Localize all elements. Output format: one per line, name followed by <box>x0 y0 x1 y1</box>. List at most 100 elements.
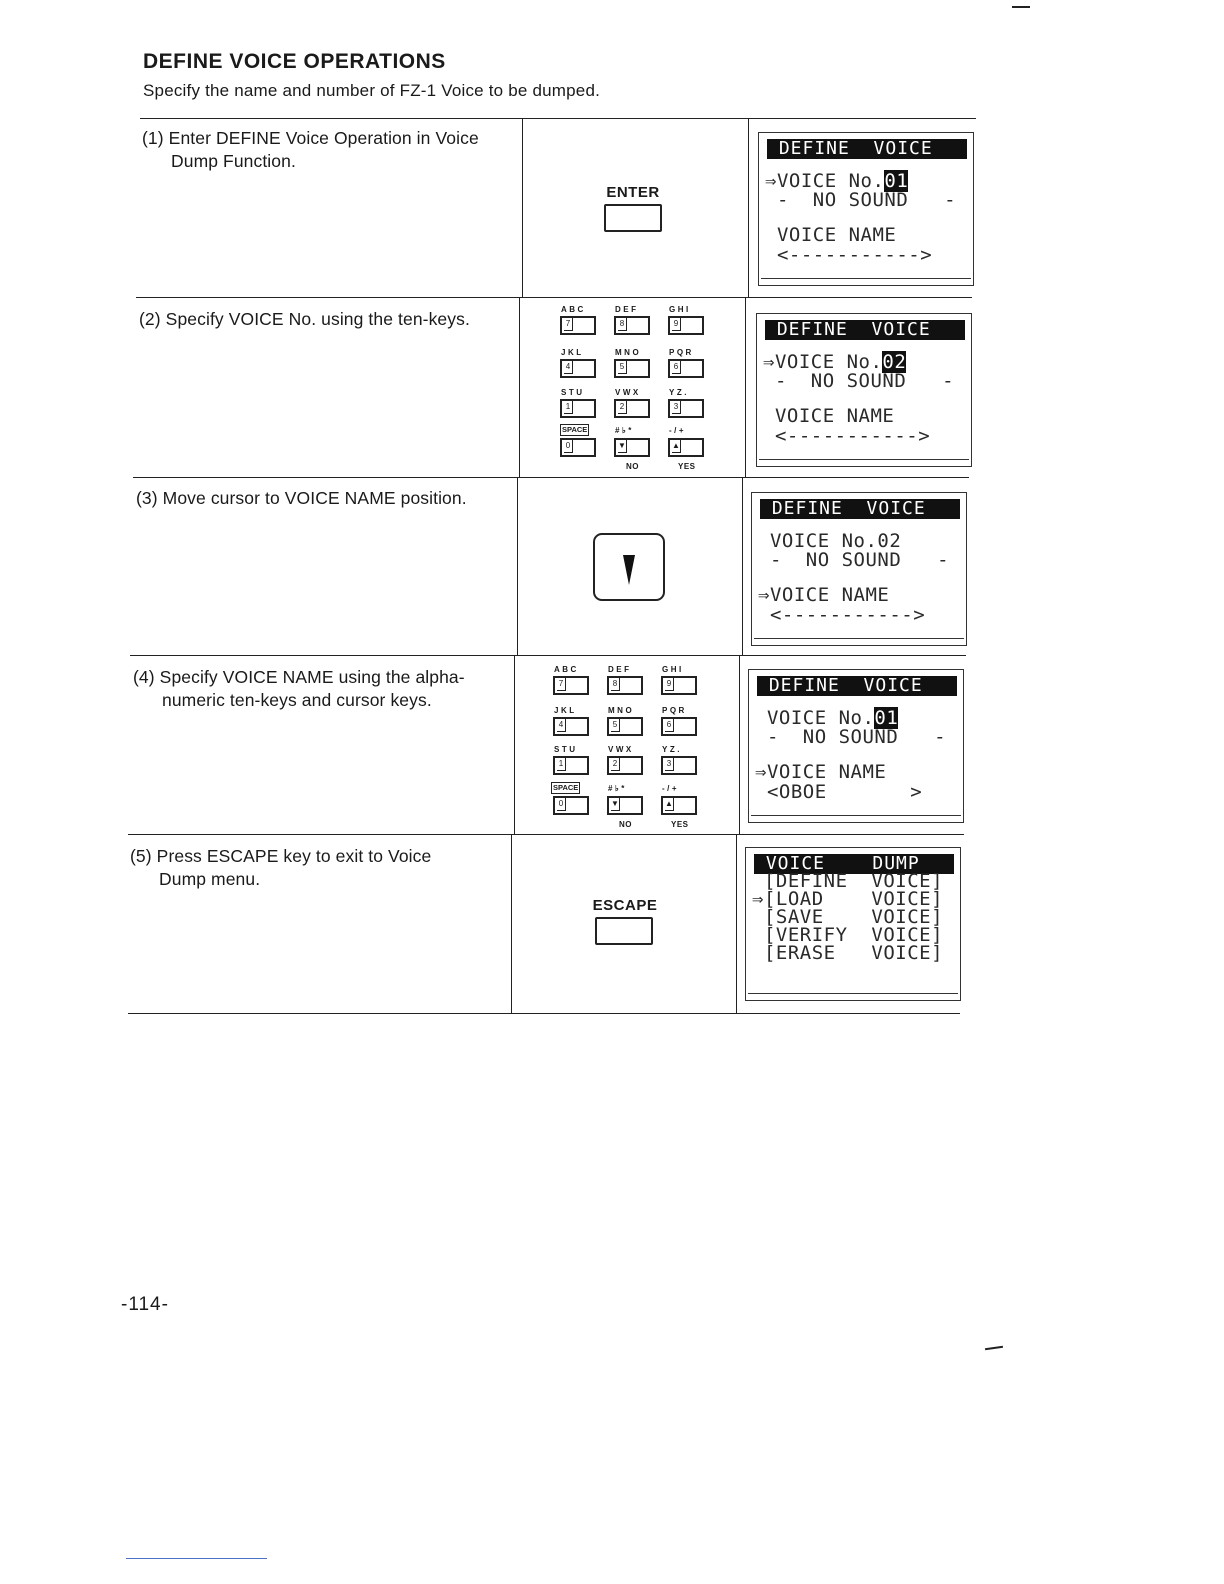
lcd-4-line-2: - NO SOUND - <box>755 726 947 748</box>
key-8-digit: 8 <box>618 318 627 331</box>
key-up-yes[interactable]: ▲ <box>668 438 704 457</box>
key-label-yz: YZ. <box>669 388 689 397</box>
lcd-2-cursor: 02 <box>882 351 907 373</box>
key-3-digit: 3 <box>665 758 674 771</box>
key-1-digit: 1 <box>557 758 566 771</box>
key-8[interactable]: 8 <box>614 316 650 335</box>
lcd-5-line-5: [ERASE VOICE] <box>752 942 944 964</box>
key-0[interactable]: 0 <box>560 438 596 457</box>
scan-mark-top-right <box>1012 6 1030 8</box>
key-label-pqr: PQR <box>662 706 687 715</box>
enter-key[interactable] <box>604 204 662 232</box>
table-rule-1 <box>136 297 972 298</box>
key-8[interactable]: 8 <box>607 676 643 695</box>
step-5-line-2: Dump menu. <box>159 869 261 889</box>
key-7[interactable]: 7 <box>553 676 589 695</box>
key-label-vwx: VWX <box>608 745 634 754</box>
cursor-down-key[interactable] <box>593 533 665 601</box>
key-9[interactable]: 9 <box>668 316 704 335</box>
key-label-def: DEF <box>615 305 639 314</box>
table-col-divider-1 <box>519 298 520 477</box>
key-6[interactable]: 6 <box>668 359 704 378</box>
step-2-text: (2) Specify VOICE No. using the ten-keys… <box>139 308 509 331</box>
lcd-4-cursor: 01 <box>874 707 899 729</box>
key-label-ghi: GHI <box>662 665 684 674</box>
lcd-display-1: DEFINE VOICE ⇒VOICE No.01 - NO SOUND - V… <box>758 132 974 286</box>
key-label-vwx: VWX <box>615 388 641 397</box>
key-label-mno: MNO <box>608 706 635 715</box>
lcd-1-cursor: 01 <box>884 170 909 192</box>
step-1-line-1: Enter DEFINE Voice Operation in Voice <box>168 128 479 148</box>
step-2-number: (2) <box>139 309 161 329</box>
escape-key-label: ESCAPE <box>592 897 658 914</box>
key-up-arrow: ▲ <box>665 798 674 811</box>
table-rule-4 <box>128 834 964 835</box>
step-3-number: (3) <box>136 488 158 508</box>
table-col-divider-2 <box>745 298 746 477</box>
table-col-divider-1 <box>522 119 523 297</box>
key-down-no[interactable]: ▼ <box>614 438 650 457</box>
table-col-divider-1 <box>514 656 515 834</box>
step-4-text: (4) Specify VOICE NAME using the alpha- … <box>133 666 503 712</box>
key-4[interactable]: 4 <box>553 717 589 736</box>
key-1[interactable]: 1 <box>560 399 596 418</box>
lcd-2-line-4: <-----------> <box>763 425 931 447</box>
page-title: DEFINE VOICE OPERATIONS <box>143 50 446 73</box>
cursor-down-arrow-icon <box>623 555 635 585</box>
lcd-2-bottom-rule <box>759 459 969 460</box>
key-4[interactable]: 4 <box>560 359 596 378</box>
key-label-sharp-flat: #♭* <box>608 784 627 793</box>
lcd-5-line-3: [SAVE VOICE] <box>752 906 944 928</box>
key-label-ghi: GHI <box>669 305 691 314</box>
lcd-5-line-4: [VERIFY VOICE] <box>752 924 944 946</box>
ten-key-pad: ABC DEF GHI 7 8 9 JKL MNO PQR 4 5 6 STU … <box>560 305 720 471</box>
key-9-digit: 9 <box>672 318 681 331</box>
step-5-text: (5) Press ESCAPE key to exit to Voice Du… <box>130 845 500 891</box>
key-label-def: DEF <box>608 665 632 674</box>
key-9[interactable]: 9 <box>661 676 697 695</box>
key-label-minus-slash-plus: -/+ <box>662 784 680 793</box>
key-up-yes[interactable]: ▲ <box>661 796 697 815</box>
key-down-arrow: ▼ <box>611 798 620 811</box>
lcd-1-line-1: ⇒VOICE No.01 <box>765 170 909 192</box>
step-1-text: (1) Enter DEFINE Voice Operation in Voic… <box>142 127 512 173</box>
enter-key-label: ENTER <box>606 184 660 201</box>
key-7[interactable]: 7 <box>560 316 596 335</box>
space-label: SPACE <box>560 424 590 436</box>
step-5-line-1: Press ESCAPE key to exit to Voice <box>156 846 432 866</box>
key-3[interactable]: 3 <box>661 756 697 775</box>
key-6[interactable]: 6 <box>661 717 697 736</box>
lcd-4-line-1: VOICE No.01 <box>755 707 899 729</box>
key-up-arrow: ▲ <box>672 440 681 453</box>
lcd-display-3: DEFINE VOICE VOICE No.02 - NO SOUND - ⇒V… <box>751 492 967 646</box>
key-4-digit: 4 <box>564 361 573 374</box>
footer-rule <box>126 1558 267 1559</box>
lcd-2-line-1: ⇒VOICE No.02 <box>763 351 907 373</box>
key-7-digit: 7 <box>557 678 566 691</box>
key-1[interactable]: 1 <box>553 756 589 775</box>
key-8-digit: 8 <box>611 678 620 691</box>
step-1-line-2: Dump Function. <box>171 151 296 171</box>
escape-key[interactable] <box>595 917 653 945</box>
key-label-yz: YZ. <box>662 745 682 754</box>
lcd-1-bottom-rule <box>761 278 971 279</box>
key-0[interactable]: 0 <box>553 796 589 815</box>
lcd-1-line-3: VOICE NAME <box>765 224 897 246</box>
key-5[interactable]: 5 <box>614 359 650 378</box>
key-2[interactable]: 2 <box>614 399 650 418</box>
table-col-divider-2 <box>742 478 743 655</box>
key-down-no[interactable]: ▼ <box>607 796 643 815</box>
key-3[interactable]: 3 <box>668 399 704 418</box>
key-label-jkl: JKL <box>554 706 577 715</box>
table-rule-3 <box>130 655 966 656</box>
step-3-line-1: Move cursor to VOICE NAME position. <box>162 488 467 508</box>
key-2-digit: 2 <box>611 758 620 771</box>
lcd-display-2: DEFINE VOICE ⇒VOICE No.02 - NO SOUND - V… <box>756 313 972 467</box>
key-5[interactable]: 5 <box>607 717 643 736</box>
space-label: SPACE <box>551 782 581 794</box>
key-1-digit: 1 <box>564 401 573 414</box>
step-4-line-2: numeric ten-keys and cursor keys. <box>162 690 432 710</box>
key-2[interactable]: 2 <box>607 756 643 775</box>
step-1-number: (1) <box>142 128 164 148</box>
lcd-display-4: DEFINE VOICE VOICE No.01 - NO SOUND - ⇒V… <box>748 669 964 823</box>
